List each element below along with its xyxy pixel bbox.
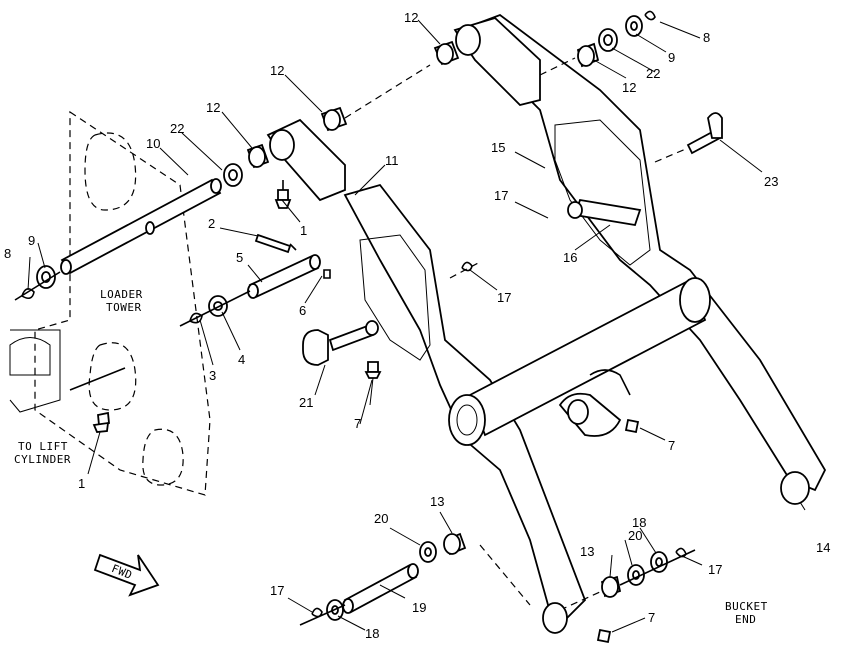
bushing-12-mid [320,106,348,132]
pin-21 [302,320,379,366]
callout-5: 5 [236,250,243,265]
callout-19: 19 [412,600,426,615]
callout-6: 6 [299,303,306,318]
callout-8-right: 8 [703,30,710,45]
callout-9-right: 9 [668,50,675,65]
pin-6 [323,269,331,279]
callout-numbers: 1 1 2 3 4 5 6 7 7 7 8 8 9 9 10 11 12 12 … [4,10,830,641]
callout-16: 16 [563,250,577,265]
snap-ring-17-lower-left [311,607,323,618]
callout-1-lower: 1 [78,476,85,491]
upper-mount-block-left [266,118,346,202]
bushing-12-right [576,42,600,68]
washer-22-right [598,28,618,52]
callout-13-b: 13 [580,544,594,559]
grease-fitting-1-upper [274,180,292,209]
pin-2 [254,233,297,254]
callout-12-c: 12 [404,10,418,25]
callout-3: 3 [209,368,216,383]
grease-fitting-7-a [364,361,382,379]
bucket-end-line2: END [735,613,756,626]
bushing-13-right [600,575,622,598]
callout-21: 21 [299,395,313,410]
snap-ring-17-mid [461,261,473,272]
callout-9-left: 9 [28,233,35,248]
callout-11: 11 [385,153,399,168]
callout-23: 23 [764,174,778,189]
pin-23 [686,112,723,155]
callout-7-c: 7 [648,610,655,625]
snap-ring-8-left [21,288,35,300]
grease-fitting-7-b [624,418,640,434]
callout-12-a: 12 [270,63,284,78]
snap-ring-8-right [644,10,656,21]
callout-4: 4 [238,352,245,367]
callout-10: 10 [146,136,160,151]
loader-tower-outline [9,110,211,496]
pivot-bracket [558,369,631,437]
pin-5 [247,254,321,299]
callout-22-b: 22 [646,66,660,81]
grease-fitting-1-lower [92,411,110,433]
callout-17-a: 17 [494,188,508,203]
callout-2: 2 [208,216,215,231]
washer-9-right [625,15,643,37]
callout-14: 14 [816,540,830,555]
callout-8-left: 8 [4,246,11,261]
callout-13-a: 13 [430,494,444,509]
callout-7-b: 7 [668,438,675,453]
callout-18-b: 18 [632,515,646,530]
washer-9-left [36,265,56,289]
callout-17-d: 17 [708,562,722,577]
washer-17-upper [567,201,583,219]
fwd-arrow: FWD [93,553,160,597]
callout-20-a: 20 [374,511,388,526]
washer-20-left [419,541,437,563]
bucket-end-pivot [780,471,810,505]
washer-22-left [223,163,243,187]
washer-18-right [650,551,668,573]
snap-ring-3 [189,312,203,324]
callout-20-b: 20 [628,528,642,543]
callout-17-c: 17 [270,583,284,598]
callout-7-a: 7 [354,416,361,431]
bushing-13-left [443,532,467,556]
grease-fitting-7-c [596,628,612,644]
pin-10 [60,178,222,275]
loader-tower-label-line2: TOWER [106,301,142,314]
loader-arm-11 [343,13,827,632]
leader-lines [27,19,806,633]
to-lift-cylinder-line2: CYLINDER [14,453,71,466]
to-lift-cylinder-line1: TO LIFT [18,440,68,453]
bucket-end-line1: BUCKET [725,600,768,613]
upper-mount-block-right [453,16,541,106]
bushing-12-left [246,143,270,169]
callout-17-b: 17 [497,290,511,305]
bushing-12-top [433,40,460,66]
loader-tower-label-line1: LOADER [100,288,143,301]
washer-4 [208,295,228,317]
pin-19 [342,563,419,614]
callout-18-a: 18 [365,626,379,641]
callout-12-d: 12 [622,80,636,95]
callout-12-b: 12 [206,100,220,115]
callout-1-upper: 1 [300,223,307,238]
callout-22-a: 22 [170,121,184,136]
lower-pivot [542,602,568,634]
callout-15: 15 [491,140,505,155]
